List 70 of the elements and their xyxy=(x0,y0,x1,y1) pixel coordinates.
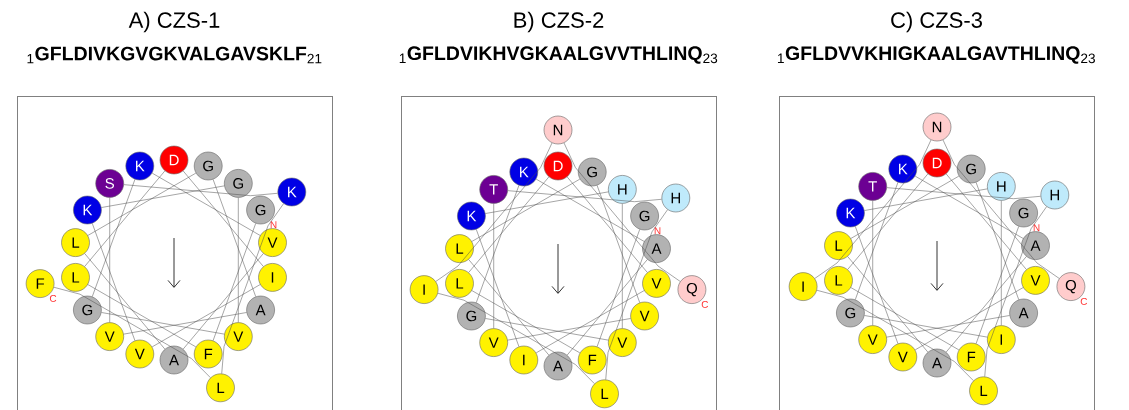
helix-connector-line xyxy=(212,223,256,341)
helix-connector-line xyxy=(109,197,110,323)
helix-connector-line xyxy=(855,226,899,344)
helix-connector-line xyxy=(468,259,550,356)
helix-connector-line xyxy=(471,178,581,242)
helix-connector-line xyxy=(182,170,264,267)
helix-connector-line xyxy=(92,223,136,341)
helix-connector-line xyxy=(566,259,648,356)
helix-connector-line xyxy=(535,178,645,242)
helix-connector-line xyxy=(123,184,278,196)
helix-connector-line xyxy=(507,190,662,202)
helix-connector-line xyxy=(476,229,520,347)
sequence-label: $_{1}$GFLDIVKGVGKVALGAVSKLF$_{21}$ xyxy=(27,46,322,64)
helix-connector-line xyxy=(975,182,1019,300)
helix-connector-line xyxy=(914,175,1024,239)
helix-connector-line xyxy=(476,185,520,303)
helix-connector-line xyxy=(984,206,1047,377)
helix-connector-line xyxy=(535,290,645,354)
sequence-label: $_{1}$GFLDVVKHIGKAALGAVTHLINQ$_{23}$ xyxy=(777,46,1095,64)
panel-title: A) CZS-1 xyxy=(128,11,220,33)
helix-connector-line xyxy=(485,318,609,341)
helix-connector-line xyxy=(864,315,988,338)
helix-connector-line xyxy=(622,203,623,329)
helix-connector-line xyxy=(886,187,1041,199)
helix-connector-line xyxy=(53,287,211,378)
helix-connector-line xyxy=(151,172,261,236)
helix-connector-line xyxy=(914,287,1024,351)
helix-connector-line xyxy=(238,197,239,323)
helix-connector-line xyxy=(84,253,166,350)
helix-connector-line xyxy=(886,315,1010,338)
helix-connector-line xyxy=(864,188,988,211)
helix-connector-line xyxy=(101,312,225,335)
helix-connector-line xyxy=(945,256,1027,353)
helix-connector-line xyxy=(493,203,494,329)
helix-connector-line xyxy=(850,287,960,351)
helix-connector-line xyxy=(212,179,256,297)
helix-connector-line xyxy=(814,139,932,279)
helix-connector-line xyxy=(221,203,284,374)
helix-connector-line xyxy=(942,139,1060,279)
helix-connector-line xyxy=(123,312,247,335)
panel-title: B) CZS-2 xyxy=(514,11,604,33)
helix-connector-line xyxy=(816,290,974,381)
helix-connector-line xyxy=(468,176,550,273)
helix-connector-line xyxy=(101,185,225,208)
helix-connector-line xyxy=(850,175,960,239)
helix-connector-line xyxy=(1001,200,1002,326)
helix-connector-line xyxy=(435,142,553,282)
helix-connector-line xyxy=(92,179,136,297)
helix-connector-line xyxy=(471,290,581,354)
helix-connector-line xyxy=(855,182,899,300)
helix-connector-line xyxy=(975,226,1019,344)
helix-connector-line xyxy=(566,176,648,273)
helix-connector-line xyxy=(596,185,640,303)
helix-connector-line xyxy=(84,170,166,267)
helix-connector-line xyxy=(437,293,595,384)
helix-connector-line xyxy=(87,284,197,348)
helix-connector-line xyxy=(485,191,609,214)
helix-connector-line xyxy=(596,229,640,347)
sequence-label: $_{1}$GFLDVIKHVGKAALGVVTHLINQ$_{23}$ xyxy=(399,46,718,64)
helix-connector-line xyxy=(945,173,1027,270)
panel-title: C) CZS-3 xyxy=(891,11,982,33)
helix-connector-line xyxy=(847,256,929,353)
helix-connector-line xyxy=(87,172,197,236)
helix-connector-line xyxy=(507,318,631,341)
helix-connector-line xyxy=(151,284,261,348)
helix-connector-line xyxy=(182,253,264,350)
helix-connector-line xyxy=(847,173,929,270)
helix-connector-line xyxy=(872,200,873,326)
helix-connector-line xyxy=(605,209,668,380)
helix-connector-line xyxy=(563,142,681,282)
